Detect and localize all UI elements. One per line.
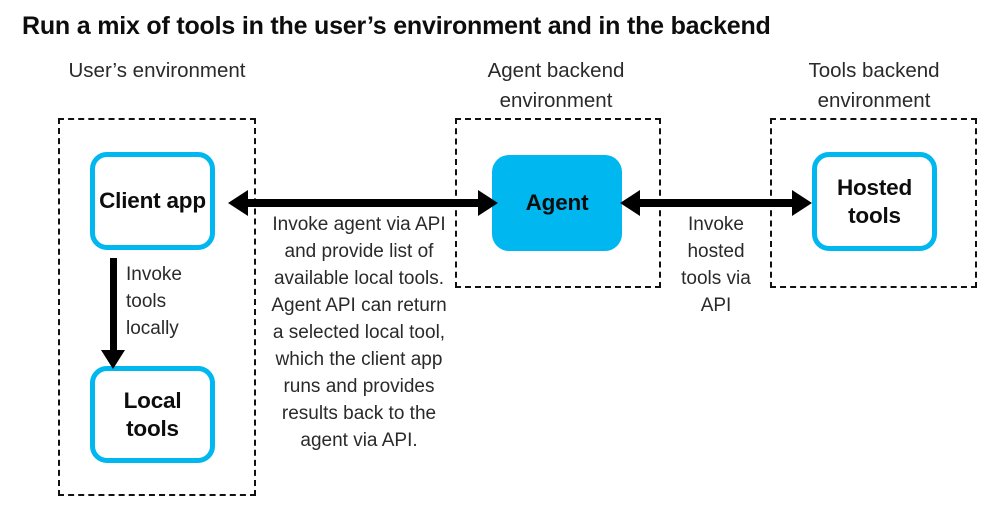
arrow-client-app-local-tools-shaft	[110, 258, 117, 352]
environment-heading-agent-backend: Agent backend environment	[487, 59, 625, 112]
edge-label-invoke-hosted-tools-via-api: Invoke hosted tools via API	[681, 214, 751, 316]
arrow-left-head-icon	[228, 190, 248, 216]
node-hosted-tools[interactable]: Hosted tools	[812, 152, 937, 251]
environment-heading-user: User’s environment	[68, 59, 246, 82]
node-agent[interactable]: Agent	[492, 155, 622, 251]
arrow-right-head-icon	[478, 190, 498, 216]
arrow-client-app-agent-shaft	[248, 199, 478, 207]
edge-label-invoke-agent-via-api: Invoke agent via API and provide list of…	[271, 214, 447, 451]
environment-boundary-user	[58, 118, 256, 496]
node-local-tools[interactable]: Local tools	[90, 366, 215, 463]
arrow-right-head-icon	[792, 190, 812, 216]
arrow-down-head-icon	[101, 350, 125, 369]
arrow-left-head-icon	[620, 190, 640, 216]
arrow-agent-hosted-tools-shaft	[640, 199, 792, 207]
page-title: Run a mix of tools in the user’s environ…	[22, 12, 771, 40]
node-client-app[interactable]: Client app	[90, 152, 215, 250]
environment-heading-tools-backend: Tools backend environment	[808, 59, 940, 112]
edge-label-invoke-tools-locally: Invoke tools locally	[126, 264, 182, 339]
